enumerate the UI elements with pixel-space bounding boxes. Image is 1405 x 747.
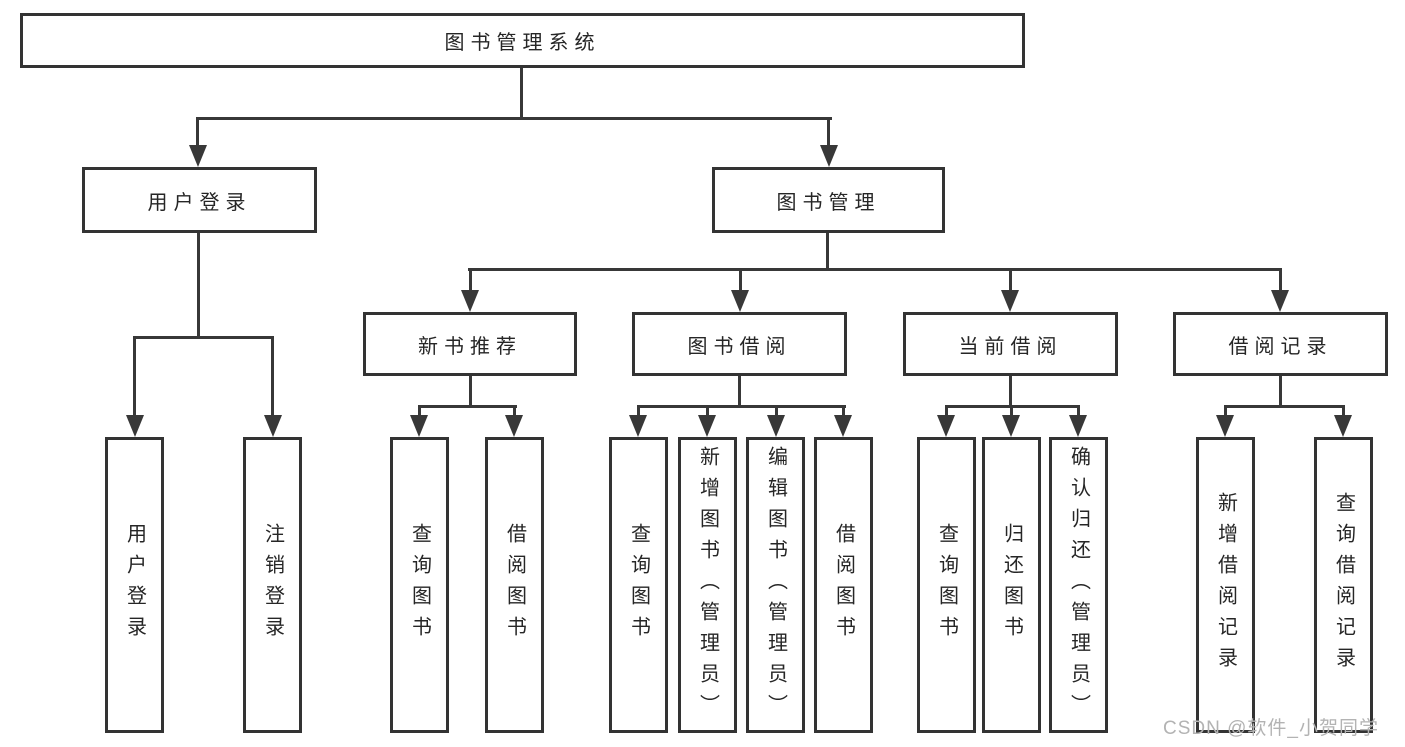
leaf-borrowing-edit-books-admin: 编辑图书（管理员） (746, 437, 805, 733)
connector-line (637, 405, 846, 408)
node-user-login: 用户登录 (82, 167, 317, 233)
leaf-label: 查询图书 (408, 523, 431, 647)
connector-line (1224, 405, 1227, 416)
node-label: 图书管理系统 (444, 32, 601, 54)
leaf-label: 新增借阅记录 (1214, 492, 1237, 678)
connector-line (468, 268, 1281, 271)
leaf-label: 借阅图书 (832, 523, 855, 647)
connector-line (842, 405, 845, 416)
leaf-label: 编辑图书（管理员） (764, 445, 787, 725)
node-label: 用户登录 (147, 191, 252, 214)
connector-line (826, 233, 829, 271)
leaf-current-confirm-return-admin: 确认归还（管理员） (1049, 437, 1108, 733)
leaf-borrowing-query-books: 查询图书 (609, 437, 668, 733)
node-label: 借阅记录 (1228, 335, 1333, 358)
leaf-label: 查询借阅记录 (1332, 492, 1355, 678)
arrow-down-icon (1334, 415, 1352, 437)
arrow-down-icon (461, 290, 479, 312)
arrow-down-icon (1002, 415, 1020, 437)
arrow-down-icon (820, 145, 838, 167)
leaf-logout: 注销登录 (243, 437, 302, 733)
arrow-down-icon (1271, 290, 1289, 312)
connector-line (1224, 405, 1345, 408)
connector-line (418, 405, 517, 408)
connector-line (1010, 405, 1013, 416)
node-label: 新书推荐 (418, 335, 522, 358)
arrow-down-icon (834, 415, 852, 437)
leaf-label: 确认归还（管理员） (1067, 445, 1090, 725)
leaf-recommend-query-books: 查询图书 (390, 437, 449, 733)
arrow-down-icon (126, 415, 144, 437)
leaf-label: 查询图书 (935, 523, 958, 647)
arrow-down-icon (731, 290, 749, 312)
connector-line (196, 117, 199, 146)
leaf-borrowing-borrow-books: 借阅图书 (814, 437, 873, 733)
connector-line (945, 405, 948, 416)
node-borrowing-records: 借阅记录 (1173, 312, 1388, 376)
arrow-down-icon (410, 415, 428, 437)
connector-line (469, 376, 472, 408)
leaf-records-query-record: 查询借阅记录 (1314, 437, 1373, 733)
connector-line (775, 405, 778, 416)
leaf-label: 借阅图书 (503, 523, 526, 647)
arrow-down-icon (264, 415, 282, 437)
connector-line (133, 336, 136, 415)
connector-line (738, 376, 741, 408)
arrow-down-icon (189, 145, 207, 167)
connector-line (271, 336, 274, 415)
connector-line (197, 233, 200, 339)
connector-line (513, 405, 516, 416)
connector-line (706, 405, 709, 416)
leaf-label: 注销登录 (261, 523, 284, 647)
node-label: 图书借阅 (687, 335, 792, 358)
arrow-down-icon (505, 415, 523, 437)
node-library-management-system: 图书管理系统 (20, 13, 1025, 68)
connector-line (520, 68, 523, 120)
connector-line (827, 117, 830, 146)
node-book-management: 图书管理 (712, 167, 945, 233)
leaf-label: 新增图书（管理员） (696, 445, 719, 725)
connector-line (1279, 268, 1282, 291)
arrow-down-icon (1216, 415, 1234, 437)
leaf-borrowing-add-books-admin: 新增图书（管理员） (678, 437, 737, 733)
leaf-current-query-books: 查询图书 (917, 437, 976, 733)
node-new-book-recommend: 新书推荐 (363, 312, 577, 376)
arrow-down-icon (629, 415, 647, 437)
arrow-down-icon (1001, 290, 1019, 312)
connector-line (1279, 376, 1282, 408)
connector-line (1342, 405, 1345, 416)
node-book-borrowing: 图书借阅 (632, 312, 847, 376)
leaf-user-login: 用户登录 (105, 437, 164, 733)
leaf-label: 归还图书 (1000, 523, 1023, 647)
connector-line (1009, 268, 1012, 291)
connector-line (739, 268, 742, 291)
connector-line (196, 117, 832, 120)
connector-line (469, 268, 472, 291)
connector-line (637, 405, 640, 416)
arrow-down-icon (698, 415, 716, 437)
csdn-watermark: CSDN @软件_小贺同学 (1163, 718, 1379, 739)
arrow-down-icon (937, 415, 955, 437)
leaf-current-return-books: 归还图书 (982, 437, 1041, 733)
arrow-down-icon (1069, 415, 1087, 437)
leaf-label: 查询图书 (627, 523, 650, 647)
connector-line (1009, 376, 1012, 408)
arrow-down-icon (767, 415, 785, 437)
node-label: 当前借阅 (958, 335, 1063, 358)
connector-line (133, 336, 274, 339)
node-current-borrowing: 当前借阅 (903, 312, 1118, 376)
connector-line (418, 405, 421, 416)
node-label: 图书管理 (776, 191, 881, 214)
leaf-label: 用户登录 (123, 523, 146, 647)
connector-line (1077, 405, 1080, 416)
leaf-records-add-record: 新增借阅记录 (1196, 437, 1255, 733)
leaf-recommend-borrow-books: 借阅图书 (485, 437, 544, 733)
